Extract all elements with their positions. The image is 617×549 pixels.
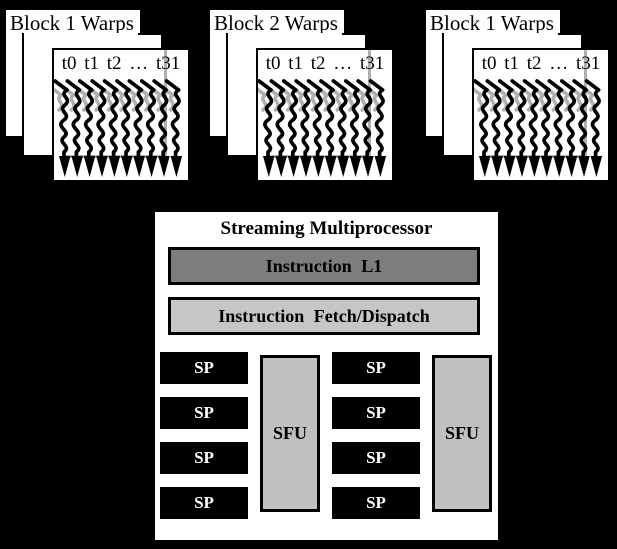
warp-stack-label: Block 2 Warps bbox=[214, 11, 338, 35]
sfu-unit: SFU bbox=[432, 355, 492, 512]
sp-unit: SP bbox=[332, 352, 420, 384]
thread-arrows-icon bbox=[258, 79, 387, 177]
warp-card-front: t0 t1 t2 … t31 bbox=[472, 48, 610, 182]
warp-card-front: t0 t1 t2 … t31 bbox=[52, 48, 190, 182]
sp-unit: SP bbox=[160, 487, 248, 519]
sp-unit: SP bbox=[332, 397, 420, 429]
card-edge-segment bbox=[342, 33, 365, 35]
streaming-multiprocessor-box: Streaming Multiprocessor Instruction L1 … bbox=[152, 209, 501, 543]
threads-label: t0 t1 t2 … t31 bbox=[61, 53, 181, 74]
warp-card-front: t0 t1 t2 … t31 bbox=[256, 48, 394, 182]
sfu-unit: SFU bbox=[260, 355, 320, 512]
instruction-fetch-dispatch-block: Instruction Fetch/Dispatch bbox=[168, 297, 480, 335]
sp-unit: SP bbox=[332, 487, 420, 519]
warp-stack-block1: Block 1 Warps t0 t1 t2 … t31 bbox=[4, 0, 197, 190]
warp-stack-block1-right: Block 1 Warps t0 t1 t2 … t31 bbox=[424, 0, 617, 190]
warp-stack-block2: Block 2 Warps t0 t1 t2 … t31 bbox=[208, 0, 401, 190]
warp-stack-label: Block 1 Warps bbox=[430, 11, 554, 35]
sp-unit: SP bbox=[160, 352, 248, 384]
card-edge-segment bbox=[558, 33, 581, 35]
thread-arrows-icon bbox=[54, 79, 183, 177]
threads-label: t0 t1 t2 … t31 bbox=[265, 53, 385, 74]
sm-title: Streaming Multiprocessor bbox=[220, 218, 433, 239]
card-edge-segment bbox=[138, 33, 161, 35]
sp-unit: SP bbox=[160, 397, 248, 429]
instruction-l1-block: Instruction L1 bbox=[168, 247, 480, 285]
sp-unit: SP bbox=[332, 442, 420, 474]
thread-arrows-icon bbox=[474, 79, 603, 177]
sp-unit: SP bbox=[160, 442, 248, 474]
threads-label: t0 t1 t2 … t31 bbox=[481, 53, 601, 74]
warp-stack-label: Block 1 Warps bbox=[10, 11, 134, 35]
